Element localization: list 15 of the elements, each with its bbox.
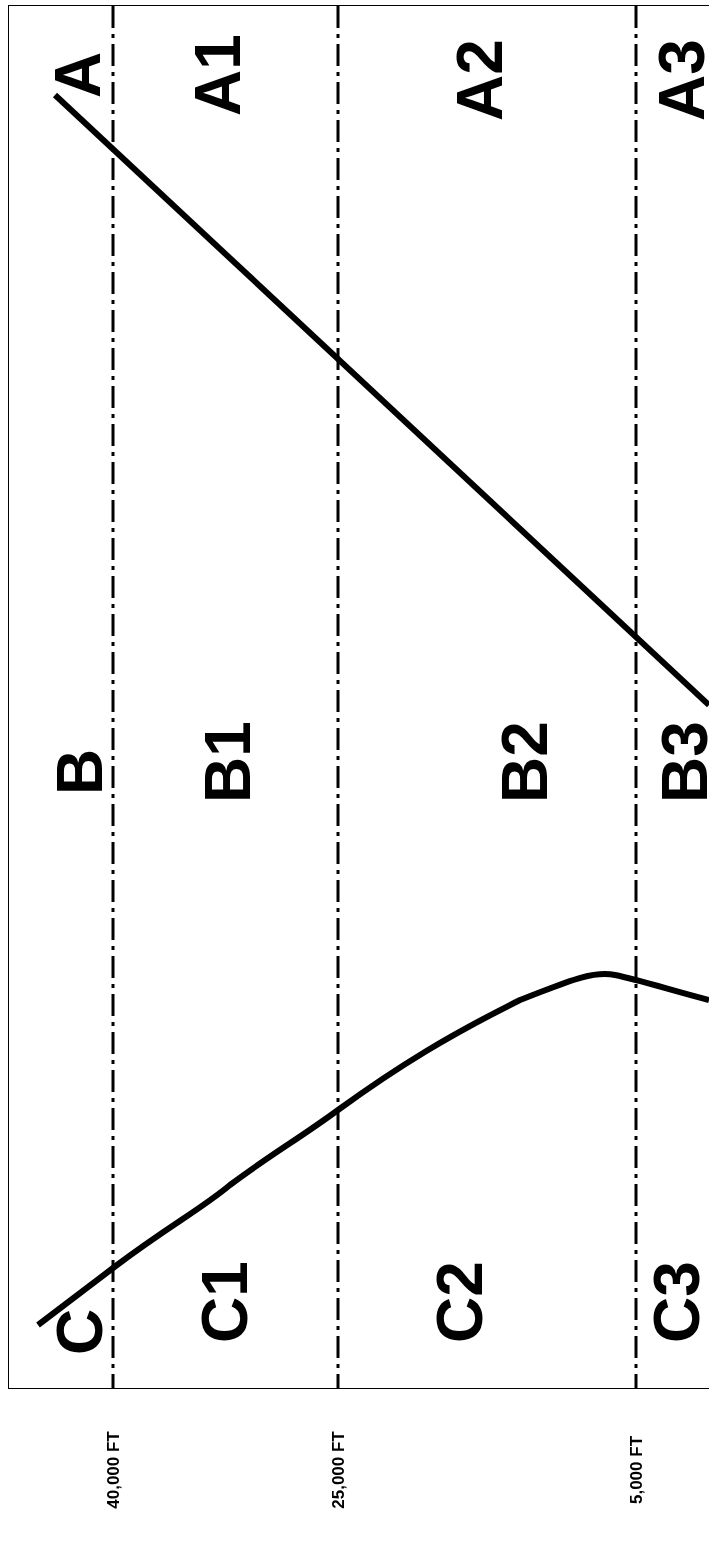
zone-label: A1 [186, 34, 250, 116]
zone-label: A2 [448, 39, 512, 121]
altitude-label: 25,000 FT [329, 1431, 347, 1509]
altitude-label: 5,000 FT [627, 1436, 645, 1504]
zone-label: A3 [650, 39, 709, 121]
zone-label: B2 [493, 721, 557, 803]
zone-label: C3 [645, 1261, 709, 1343]
zone-label: B3 [653, 721, 709, 803]
zone-label: C1 [193, 1261, 257, 1343]
zone-label: A [46, 51, 110, 99]
zone-label: C2 [428, 1261, 492, 1343]
zone-label: B1 [196, 721, 260, 803]
zone-label: B [48, 748, 112, 796]
altitude-label: 40,000 FT [104, 1431, 122, 1509]
zone-label: C [48, 1308, 112, 1356]
